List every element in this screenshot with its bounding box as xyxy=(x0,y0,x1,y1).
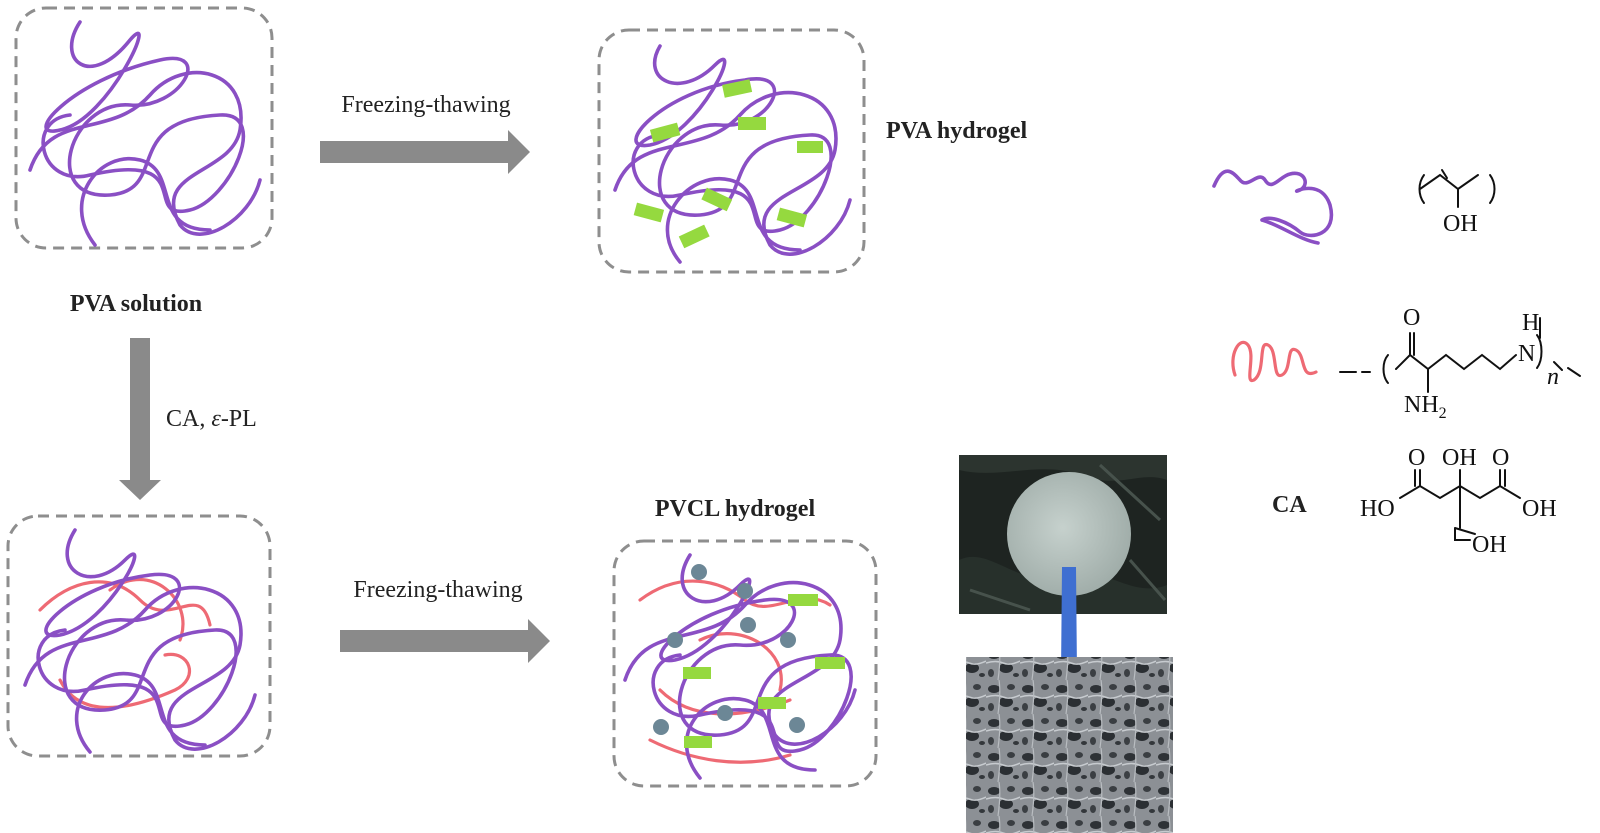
ca-label: CA xyxy=(1272,492,1307,518)
additive-label: CA, ε-PL xyxy=(166,406,257,432)
pva-chain xyxy=(665,176,802,264)
ca-crosslink xyxy=(737,583,753,599)
legend-pl-chain xyxy=(1231,340,1318,382)
ca-crosslink xyxy=(691,564,707,580)
ca-crosslink xyxy=(780,632,796,648)
legend-pva-chain xyxy=(1212,169,1334,245)
pva-chain xyxy=(613,90,852,256)
pva-hydrogel-label: PVA hydrogel xyxy=(886,118,1027,144)
hydrogen-bond xyxy=(788,594,818,606)
pva-solution-label: PVA solution xyxy=(70,291,202,317)
pl-side-amine: NH2 xyxy=(1404,392,1447,422)
pva-chain xyxy=(80,156,212,247)
pva-chain xyxy=(36,528,238,729)
pl-amine-h: H xyxy=(1522,310,1539,336)
hydrogen-bond xyxy=(815,657,845,669)
ca-crosslink xyxy=(740,617,756,633)
ca-structure xyxy=(1399,469,1521,541)
additive-epsilon: ε xyxy=(211,406,221,432)
ca-oh-bottom: OH xyxy=(1472,532,1507,558)
hydrogen-bond xyxy=(649,122,681,143)
pl-amine-n: N xyxy=(1518,341,1535,367)
legend-epsilon-pl: O H N NH2 n xyxy=(1231,305,1581,422)
hydrogen-bond xyxy=(797,141,823,153)
process-arrow-down xyxy=(119,338,161,500)
pva-chain xyxy=(75,671,207,754)
mixture-panel xyxy=(6,514,272,758)
pl-carbonyl-o: O xyxy=(1403,305,1420,331)
pva-chain xyxy=(623,580,857,746)
legend-pva: OH xyxy=(1212,169,1496,245)
pvcl-hydrogel-label: PVCL hydrogel xyxy=(655,496,816,522)
mixture-box xyxy=(6,514,272,758)
ca-oh-top: OH xyxy=(1442,445,1477,471)
hydrogel-disc xyxy=(1007,472,1131,596)
photo-to-sem-arrow xyxy=(1050,567,1088,697)
hydrogen-bond xyxy=(633,202,665,223)
hydrogel-photo xyxy=(959,455,1167,614)
pl-side-amine-sub: 2 xyxy=(1439,405,1447,422)
hydrogen-bond xyxy=(738,117,766,130)
pva-chain xyxy=(651,553,853,754)
pva-chain xyxy=(28,70,262,236)
ca-oh-right: OH xyxy=(1522,496,1557,522)
pva-solution-box xyxy=(14,6,274,250)
pva-hydrogel-panel xyxy=(597,28,866,274)
ca-crosslink xyxy=(653,719,669,735)
ca-crosslink xyxy=(667,632,683,648)
ca-o-left: O xyxy=(1408,445,1425,471)
hydrogen-bond xyxy=(678,224,710,249)
pva-structure xyxy=(1418,169,1496,208)
pva-hydrogel-box xyxy=(597,28,866,274)
process-arrow-right xyxy=(320,130,530,174)
hydrogen-bond xyxy=(701,187,733,212)
pvcl-hydrogel-panel xyxy=(612,539,878,788)
ca-crosslink xyxy=(717,705,733,721)
pva-solution-panel xyxy=(14,6,274,250)
hydrogen-bond xyxy=(683,667,711,679)
pl-repeat-n: n xyxy=(1547,364,1559,390)
pva-chain xyxy=(41,20,246,214)
ca-o-right: O xyxy=(1492,445,1509,471)
hydrogen-bond xyxy=(684,736,712,748)
pva-chain xyxy=(23,585,257,751)
hydrogen-bond xyxy=(776,207,808,228)
sem-micrograph xyxy=(966,657,1173,833)
freezing-thawing-label-top: Freezing-thawing xyxy=(341,92,510,118)
process-arrow-right xyxy=(340,619,550,663)
ca-crosslink xyxy=(789,717,805,733)
hydrogen-bond xyxy=(722,79,753,98)
pl-structure xyxy=(1339,317,1581,393)
pvcl-hydrogel-box xyxy=(612,539,878,788)
pl-side-amine-main: NH xyxy=(1404,392,1439,418)
additive-prefix: CA, xyxy=(166,406,211,432)
freezing-thawing-label-bottom: Freezing-thawing xyxy=(353,577,522,603)
hydrogen-bond xyxy=(758,697,786,709)
pva-oh-label: OH xyxy=(1443,211,1478,237)
legend-ca: CA OH O O HO OH OH xyxy=(1272,445,1557,558)
additive-suffix: -PL xyxy=(221,406,257,432)
ca-ho-left: HO xyxy=(1360,496,1395,522)
